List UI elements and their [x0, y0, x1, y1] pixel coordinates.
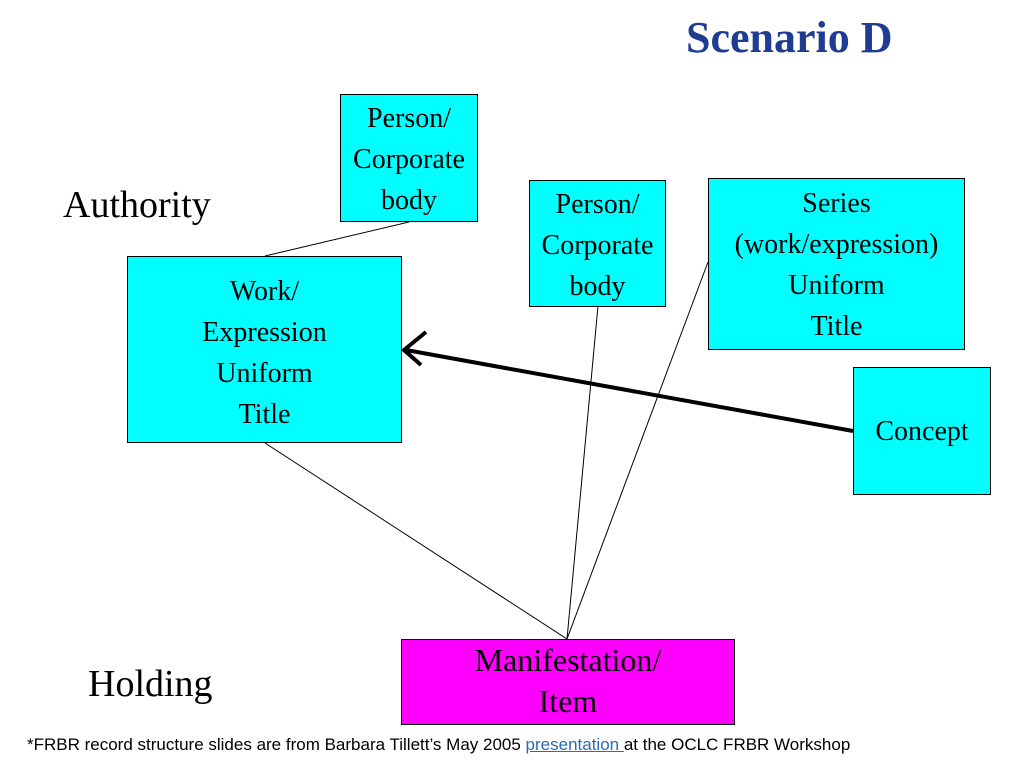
- slide-title: Scenario D: [686, 13, 893, 62]
- series-uniform-title-box: Series (work/expression) Uniform Title: [708, 178, 965, 350]
- box-line: body: [569, 271, 626, 302]
- box-line: Title: [810, 311, 863, 342]
- arrow-concept-to-work: [405, 348, 854, 433]
- box-line: Manifestation/: [474, 642, 662, 678]
- presentation-link[interactable]: presentation: [525, 735, 624, 754]
- arrowhead-icon: [400, 330, 428, 367]
- box-line: Title: [238, 399, 291, 430]
- footnote: *FRBR record structure slides are from B…: [27, 735, 850, 755]
- box-line: Work/: [229, 276, 300, 307]
- box-line: Corporate: [541, 230, 654, 261]
- box-line: Uniform: [216, 358, 313, 389]
- box-line: Item: [538, 683, 598, 719]
- authority-label: Authority: [63, 184, 211, 226]
- connector-person-mid-to-manifestation: [566, 305, 599, 640]
- connector-work-to-manifestation: [264, 442, 568, 640]
- box-line: (work/expression): [734, 229, 939, 260]
- person-corporate-body-box-top: Person/ Corporate body: [340, 94, 478, 222]
- footnote-text-end: at the OCLC FRBR Workshop: [623, 735, 851, 754]
- box-line: body: [381, 185, 437, 216]
- work-expression-uniform-title-box: Work/ Expression Uniform Title: [127, 256, 402, 443]
- box-line: Corporate: [353, 144, 465, 175]
- footnote-text: *FRBR record structure slides are from B…: [27, 735, 526, 754]
- connector-work-to-person-top: [264, 221, 410, 257]
- box-line: Person/: [555, 189, 640, 220]
- box-line: Concept: [875, 415, 969, 447]
- box-line: Person/: [367, 103, 451, 134]
- concept-box: Concept: [853, 367, 991, 495]
- box-line: Expression: [202, 317, 327, 348]
- box-line: Series: [802, 188, 871, 219]
- manifestation-item-box: Manifestation/ Item: [401, 639, 735, 725]
- person-corporate-body-box-mid: Person/ Corporate body: [529, 180, 666, 307]
- holding-label: Holding: [88, 663, 213, 705]
- box-line: Uniform: [788, 270, 885, 301]
- connector-series-to-manifestation: [566, 261, 709, 640]
